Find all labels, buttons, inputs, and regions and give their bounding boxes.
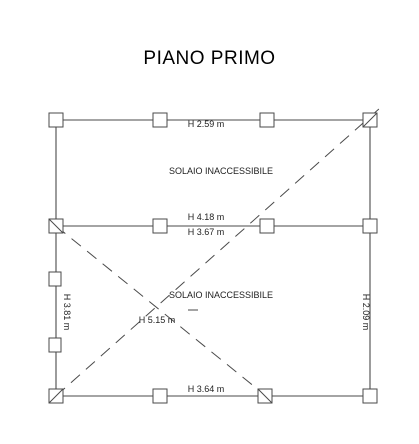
height-label-right: H 2.09 m <box>361 294 371 331</box>
plan-title: PIANO PRIMO <box>143 48 276 69</box>
pillar-ticks <box>48 112 378 404</box>
pillar <box>48 271 62 287</box>
pillars <box>48 112 378 404</box>
pillar <box>152 218 168 234</box>
pillar-tick <box>362 112 378 128</box>
height-label-upper-top: H 2.59 m <box>188 119 225 129</box>
diagonal-lower <box>55 225 267 397</box>
pillar <box>152 388 168 404</box>
pillar <box>362 218 378 234</box>
height-label-bottom: H 3.64 m <box>188 384 225 394</box>
pillar-tick <box>48 218 64 234</box>
pillar <box>48 112 64 128</box>
height-label-center: H 5.15 m <box>139 315 176 325</box>
diagonal-long <box>55 107 381 397</box>
room-label-lower: SOLAIO INACCESSIBILE <box>169 290 273 300</box>
height-label-left: H 3.81 m <box>62 294 72 331</box>
height-label-middle-bottom: H 3.67 m <box>188 227 225 237</box>
pillar <box>48 337 62 353</box>
pillar-tick <box>48 388 64 404</box>
room-label-upper: SOLAIO INACCESSIBILE <box>169 166 273 176</box>
pillar-tick <box>257 388 273 404</box>
pillar <box>152 112 168 128</box>
height-label-middle-top: H 4.18 m <box>188 212 225 222</box>
pillar <box>362 388 378 404</box>
pillar <box>259 112 275 128</box>
pillar <box>259 218 275 234</box>
diagonals <box>55 107 381 397</box>
